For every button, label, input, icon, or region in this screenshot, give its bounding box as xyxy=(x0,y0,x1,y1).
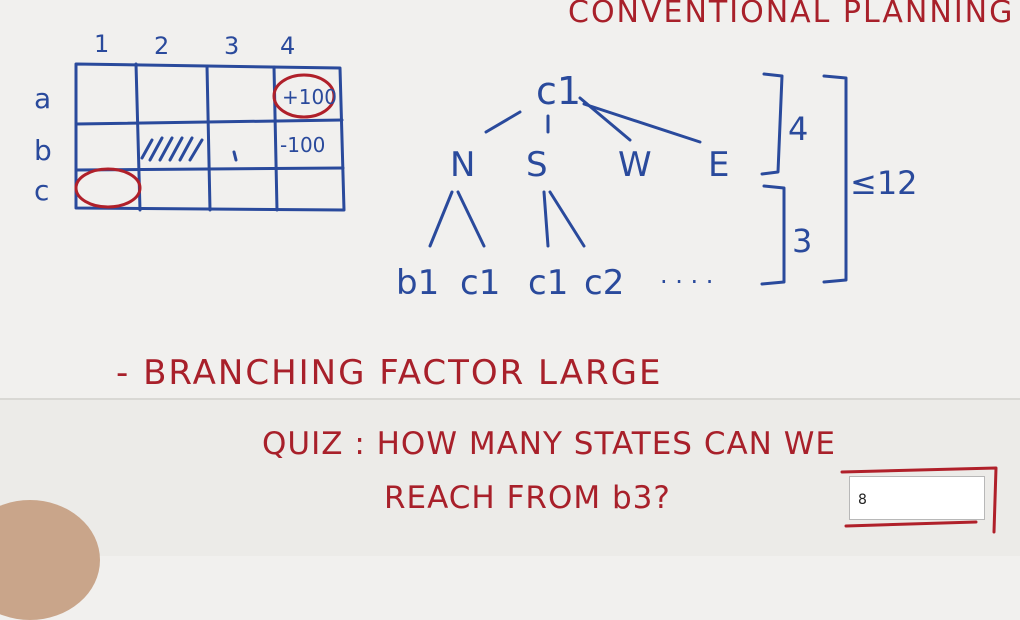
quiz-question-line2: REACH FROM b3? xyxy=(384,480,671,516)
quiz-answer-input[interactable] xyxy=(849,476,985,520)
child-b1: b1 xyxy=(396,263,439,303)
child-c1-first: c1 xyxy=(460,263,500,303)
grid-col-label-2: 2 xyxy=(154,32,169,60)
answer-box-outline xyxy=(840,466,998,534)
tree-ellipsis: · · · · xyxy=(660,268,713,296)
actions-count: 4 xyxy=(788,110,808,148)
action-n: N xyxy=(450,145,475,185)
grid-row-label-c: c xyxy=(34,174,49,207)
action-w: W xyxy=(618,145,652,185)
penalty-reward: -100 xyxy=(280,133,325,157)
obstacle-hatch xyxy=(140,136,204,162)
grid-col-label-3: 3 xyxy=(224,32,239,60)
children-count: 3 xyxy=(792,222,812,260)
whiteboard-drawing: CONVENTIONAL PLANNING 1 2 3 4 a b c +100… xyxy=(34,0,1014,534)
action-e: E xyxy=(708,145,729,185)
goal-cell-circle xyxy=(272,73,336,119)
quiz-question-line1: QUIZ : HOW MANY STATES CAN WE xyxy=(262,426,836,462)
start-cell-circle xyxy=(74,167,142,209)
grid-col-label-4: 4 xyxy=(280,32,295,60)
child-c2: c2 xyxy=(584,263,624,303)
grid-row-label-a: a xyxy=(34,82,51,115)
grid-row-labels: a b c xyxy=(34,82,52,207)
count-brackets: 4 3 ≤12 xyxy=(760,72,918,286)
header-title: CONVENTIONAL PLANNING xyxy=(568,0,1014,30)
total-bound: ≤12 xyxy=(850,164,918,202)
goal-reward: +100 xyxy=(282,85,337,109)
grid-col-label-1: 1 xyxy=(94,30,109,58)
grid-row-label-b: b xyxy=(34,134,52,167)
branching-note: - BRANCHING FACTOR LARGE xyxy=(116,353,663,393)
search-tree: c1 N S W E b1 c1 c1 c2 · · · · xyxy=(396,69,729,303)
child-c1-second: c1 xyxy=(528,263,568,303)
tree-root-label: c1 xyxy=(536,69,581,113)
grid-column-labels: 1 2 3 4 xyxy=(94,30,295,60)
action-s: S xyxy=(526,145,548,185)
